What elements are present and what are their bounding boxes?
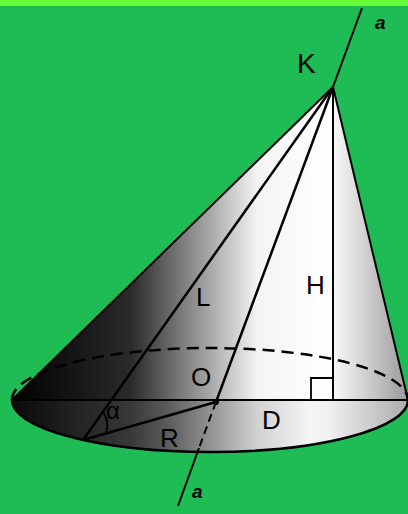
slant-line <box>83 87 333 440</box>
diameter-line <box>12 399 408 401</box>
height-label: H <box>306 272 325 298</box>
center-label: O <box>191 364 211 390</box>
top-strip <box>0 0 408 6</box>
axis-line <box>333 8 362 87</box>
base-back-edge <box>12 348 408 400</box>
center-point <box>213 399 219 405</box>
axis-label: a <box>375 13 386 32</box>
angle-label: α <box>106 399 120 423</box>
cone-surface <box>12 87 408 452</box>
slant-label: L <box>196 284 210 310</box>
diameter-label: D <box>262 407 281 433</box>
axis-line <box>216 87 333 402</box>
base-front-edge <box>12 400 408 452</box>
axis-label: a <box>192 482 203 501</box>
axis-line-hidden <box>199 402 216 448</box>
radius-label: R <box>160 425 179 451</box>
cone-outline <box>12 87 408 400</box>
apex-label: K <box>297 50 316 78</box>
cone-base <box>12 400 408 452</box>
right-angle-mark <box>311 378 333 400</box>
height-line <box>332 87 334 400</box>
radius-line <box>83 402 216 440</box>
